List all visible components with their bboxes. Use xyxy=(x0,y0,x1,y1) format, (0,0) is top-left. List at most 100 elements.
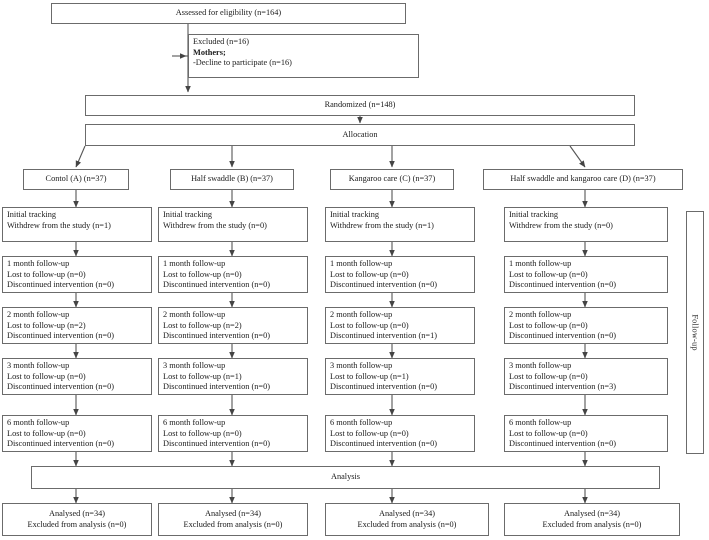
month2-disc-d: Discontinued intervention (n=0) xyxy=(509,331,616,341)
month1-box-c: 1 month follow-up Lost to follow-up (n=0… xyxy=(325,256,475,293)
month6-disc-d: Discontinued intervention (n=0) xyxy=(509,439,616,449)
randomized-box: Randomized (n=148) xyxy=(85,95,635,116)
month6-box-c: 6 month follow-up Lost to follow-up (n=0… xyxy=(325,415,475,452)
month6-disc-b: Discontinued intervention (n=0) xyxy=(163,439,270,449)
month1-title-b: 1 month follow-up xyxy=(163,259,226,268)
initial-tracking-box-b: Initial tracking Withdrew from the study… xyxy=(158,207,308,242)
analysed-count-a: Analysed (n=34) xyxy=(48,508,106,518)
month2-title-c: 2 month follow-up xyxy=(330,310,393,319)
month2-title-b: 2 month follow-up xyxy=(163,310,226,319)
month2-lost-d: Lost to follow-up (n=0) xyxy=(509,320,588,330)
assessed-label: Assessed for eligibility (n=164) xyxy=(175,8,282,18)
month1-disc-d: Discontinued intervention (n=0) xyxy=(509,280,616,290)
excluded-count-label: Excluded (n=16) xyxy=(193,37,250,46)
allocation-banner: Allocation xyxy=(85,124,635,146)
month3-title-a: 3 month follow-up xyxy=(7,361,70,370)
month3-box-c: 3 month follow-up Lost to follow-up (n=1… xyxy=(325,358,475,395)
analysed-excluded-d: Excluded from analysis (n=0) xyxy=(542,519,642,529)
month6-lost-d: Lost to follow-up (n=0) xyxy=(509,428,588,438)
month6-box-a: 6 month follow-up Lost to follow-up (n=0… xyxy=(2,415,152,452)
randomized-label: Randomized (n=148) xyxy=(324,100,396,110)
month6-title-b: 6 month follow-up xyxy=(163,418,226,427)
analysed-excluded-a: Excluded from analysis (n=0) xyxy=(27,519,127,529)
month3-box-a: 3 month follow-up Lost to follow-up (n=0… xyxy=(2,358,152,395)
month3-lost-b: Lost to follow-up (n=1) xyxy=(163,371,242,381)
group-a-label: Contol (A) (n=37) xyxy=(45,174,107,184)
month2-disc-a: Discontinued intervention (n=0) xyxy=(7,331,114,341)
analysed-count-c: Analysed (n=34) xyxy=(378,508,436,518)
month6-title-c: 6 month follow-up xyxy=(330,418,393,427)
month3-disc-d: Discontinued intervention (n=3) xyxy=(509,382,616,392)
initial-tracking-withdrew-d: Withdrew from the study (n=0) xyxy=(509,220,613,230)
initial-tracking-title-a: Initial tracking xyxy=(7,210,57,219)
group-c-label: Kangaroo care (C) (n=37) xyxy=(348,174,436,184)
month2-box-a: 2 month follow-up Lost to follow-up (n=2… xyxy=(2,307,152,344)
month6-title-a: 6 month follow-up xyxy=(7,418,70,427)
initial-tracking-withdrew-b: Withdrew from the study (n=0) xyxy=(163,220,267,230)
analysed-count-b: Analysed (n=34) xyxy=(204,508,262,518)
followup-side-label-text: Follow-up xyxy=(690,314,700,351)
analysis-banner: Analysis xyxy=(31,466,660,489)
group-box-a: Contol (A) (n=37) xyxy=(23,169,129,190)
excluded-mothers-label: Mothers; xyxy=(193,47,226,57)
month1-box-b: 1 month follow-up Lost to follow-up (n=0… xyxy=(158,256,308,293)
month3-disc-c: Discontinued intervention (n=0) xyxy=(330,382,437,392)
month1-lost-b: Lost to follow-up (n=0) xyxy=(163,269,242,279)
month3-lost-d: Lost to follow-up (n=0) xyxy=(509,371,588,381)
excluded-decline-label: -Decline to participate (n=16) xyxy=(193,58,292,68)
month6-box-d: 6 month follow-up Lost to follow-up (n=0… xyxy=(504,415,668,452)
month6-title-d: 6 month follow-up xyxy=(509,418,572,427)
month2-lost-a: Lost to follow-up (n=2) xyxy=(7,320,86,330)
month1-disc-c: Discontinued intervention (n=0) xyxy=(330,280,437,290)
month1-box-d: 1 month follow-up Lost to follow-up (n=0… xyxy=(504,256,668,293)
month6-lost-b: Lost to follow-up (n=0) xyxy=(163,428,242,438)
initial-tracking-box-a: Initial tracking Withdrew from the study… xyxy=(2,207,152,242)
month1-lost-c: Lost to follow-up (n=0) xyxy=(330,269,409,279)
analysed-box-a: Analysed (n=34) Excluded from analysis (… xyxy=(2,503,152,536)
month2-title-d: 2 month follow-up xyxy=(509,310,572,319)
month1-box-a: 1 month follow-up Lost to follow-up (n=0… xyxy=(2,256,152,293)
month6-lost-c: Lost to follow-up (n=0) xyxy=(330,428,409,438)
month3-lost-c: Lost to follow-up (n=1) xyxy=(330,371,409,381)
group-box-c: Kangaroo care (C) (n=37) xyxy=(330,169,454,190)
month1-title-a: 1 month follow-up xyxy=(7,259,70,268)
initial-tracking-title-d: Initial tracking xyxy=(509,210,559,219)
analysed-box-b: Analysed (n=34) Excluded from analysis (… xyxy=(158,503,308,536)
month3-disc-b: Discontinued intervention (n=0) xyxy=(163,382,270,392)
month3-disc-a: Discontinued intervention (n=0) xyxy=(7,382,114,392)
analysed-excluded-c: Excluded from analysis (n=0) xyxy=(357,519,457,529)
month1-lost-d: Lost to follow-up (n=0) xyxy=(509,269,588,279)
initial-tracking-title-c: Initial tracking xyxy=(330,210,380,219)
month2-box-d: 2 month follow-up Lost to follow-up (n=0… xyxy=(504,307,668,344)
month6-box-b: 6 month follow-up Lost to follow-up (n=0… xyxy=(158,415,308,452)
month3-lost-a: Lost to follow-up (n=0) xyxy=(7,371,86,381)
initial-tracking-box-d: Initial tracking Withdrew from the study… xyxy=(504,207,668,242)
month2-box-b: 2 month follow-up Lost to follow-up (n=2… xyxy=(158,307,308,344)
group-b-label: Half swaddle (B) (n=37) xyxy=(191,174,273,184)
initial-tracking-box-c: Initial tracking Withdrew from the study… xyxy=(325,207,475,242)
month1-title-c: 1 month follow-up xyxy=(330,259,393,268)
analysis-banner-label: Analysis xyxy=(330,472,361,482)
month2-title-a: 2 month follow-up xyxy=(7,310,70,319)
analysed-count-d: Analysed (n=34) xyxy=(563,508,621,518)
analysed-box-d: Analysed (n=34) Excluded from analysis (… xyxy=(504,503,680,536)
followup-side-label-box: Follow-up xyxy=(686,211,704,454)
allocation-banner-label: Allocation xyxy=(342,129,378,139)
assessed-for-eligibility-box: Assessed for eligibility (n=164) xyxy=(51,3,406,24)
group-box-b: Half swaddle (B) (n=37) xyxy=(170,169,294,190)
month1-disc-a: Discontinued intervention (n=0) xyxy=(7,280,114,290)
month6-disc-c: Discontinued intervention (n=0) xyxy=(330,439,437,449)
month1-lost-a: Lost to follow-up (n=0) xyxy=(7,269,86,279)
group-d-label: Half swaddle and kangaroo care (D) (n=37… xyxy=(510,174,656,184)
initial-tracking-withdrew-a: Withdrew from the study (n=1) xyxy=(7,220,111,230)
month6-disc-a: Discontinued intervention (n=0) xyxy=(7,439,114,449)
month2-lost-c: Lost to follow-up (n=0) xyxy=(330,320,409,330)
month1-disc-b: Discontinued intervention (n=0) xyxy=(163,280,270,290)
month3-box-b: 3 month follow-up Lost to follow-up (n=1… xyxy=(158,358,308,395)
month2-disc-c: Discontinued intervention (n=1) xyxy=(330,331,437,341)
month3-box-d: 3 month follow-up Lost to follow-up (n=0… xyxy=(504,358,668,395)
month3-title-b: 3 month follow-up xyxy=(163,361,226,370)
initial-tracking-title-b: Initial tracking xyxy=(163,210,213,219)
month2-disc-b: Discontinued intervention (n=0) xyxy=(163,331,270,341)
